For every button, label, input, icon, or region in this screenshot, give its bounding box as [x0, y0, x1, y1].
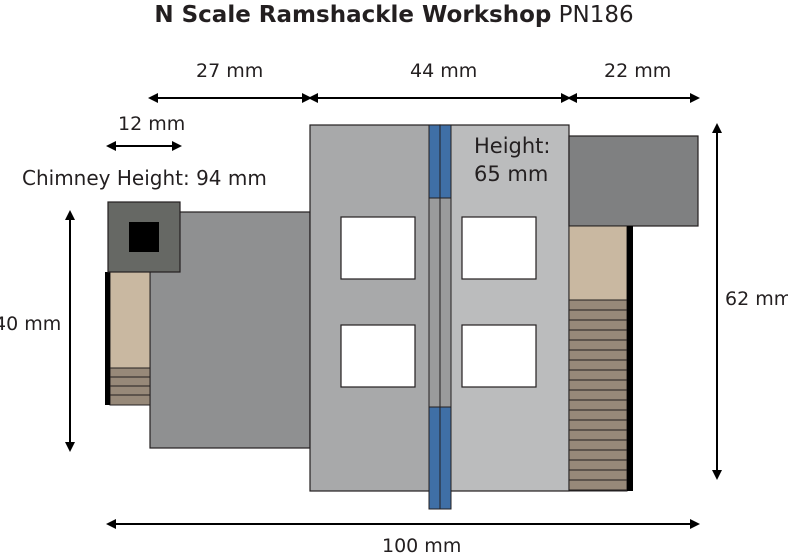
label-center-height-line2: 65 mm [474, 162, 549, 186]
title-main: N Scale Ramshackle Workshop [154, 2, 552, 28]
label-62mm: 62 mm [725, 288, 788, 310]
label-40mm: 40 mm [0, 313, 62, 335]
window-bottom-right [461, 324, 537, 388]
label-chimney-height: Chimney Height: 94 mm [22, 166, 267, 190]
label-27mm: 27 mm [196, 60, 264, 82]
chimney-flue [129, 222, 159, 252]
right-side-boards [568, 299, 628, 492]
window-bottom-left [340, 324, 416, 388]
board-area [568, 299, 628, 492]
right-roof [568, 135, 699, 227]
label-center-height: Height: 65 mm [474, 132, 551, 188]
main-block-left-half [309, 124, 441, 492]
left-side-boards [109, 367, 151, 406]
window-top-right [461, 216, 537, 280]
right-dark-edge [627, 226, 633, 491]
main-block-right-half [439, 124, 570, 492]
label-12mm: 12 mm [118, 113, 186, 135]
title-part-number: PN186 [558, 2, 634, 28]
left-dark-edge [105, 272, 110, 405]
label-22mm: 22 mm [604, 60, 672, 82]
window-top-left [340, 216, 416, 280]
center-strip [428, 124, 452, 510]
diagram-title: N Scale Ramshackle Workshop PN186 [0, 2, 788, 28]
label-44mm: 44 mm [410, 60, 478, 82]
label-100mm: 100 mm [382, 535, 462, 557]
label-center-height-line1: Height: [474, 134, 551, 158]
